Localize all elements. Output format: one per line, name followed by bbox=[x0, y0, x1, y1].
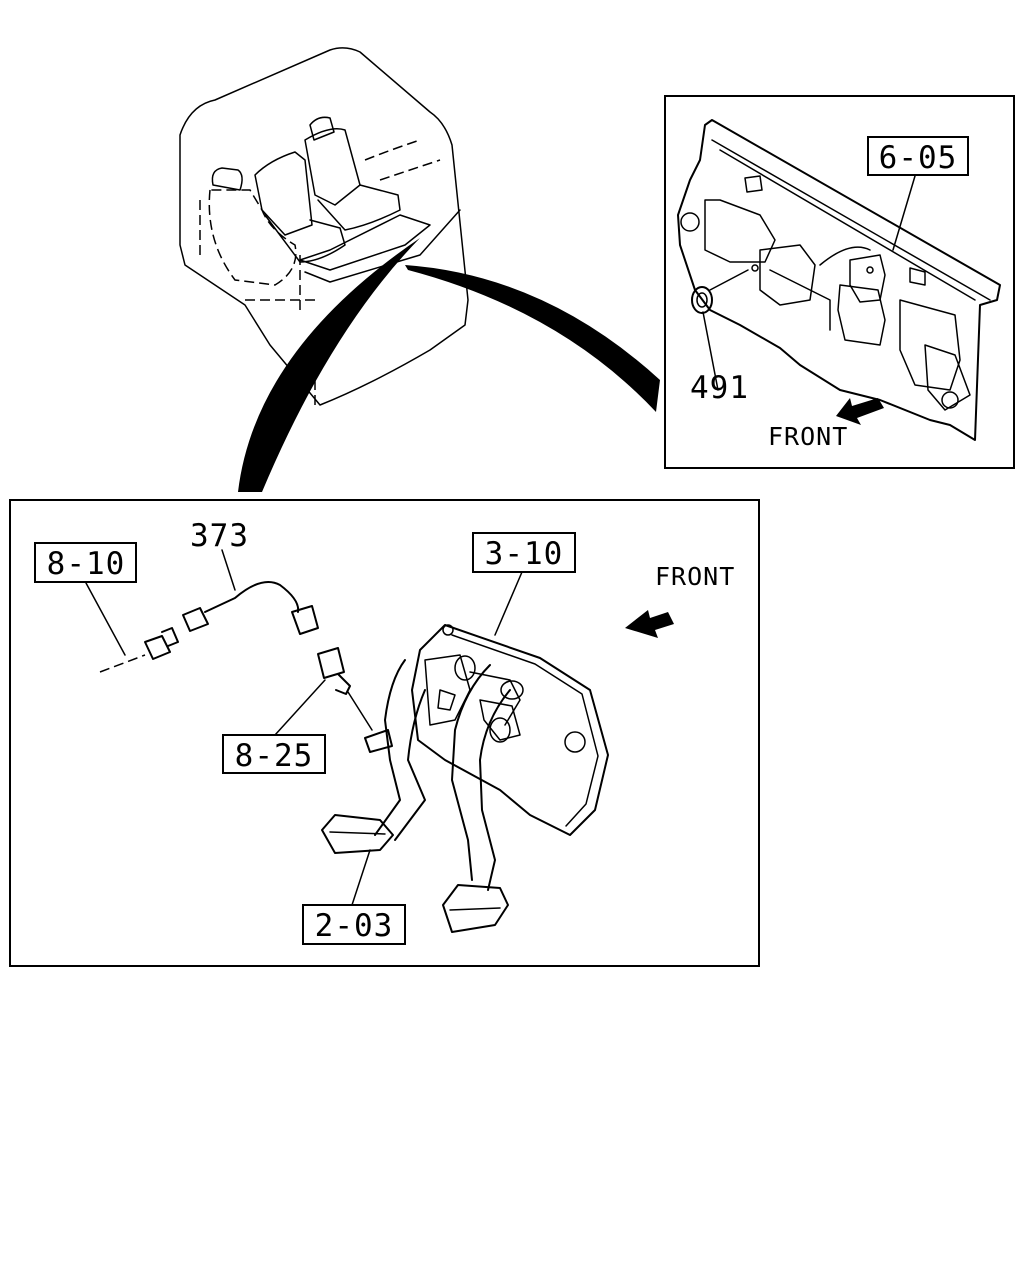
ref-3-10-box bbox=[472, 532, 576, 573]
ref-2-03-label: 2-03 bbox=[315, 908, 394, 944]
pedal-detail-box bbox=[9, 499, 760, 967]
pedal-bracket-illustration bbox=[411, 624, 609, 836]
ref-6-05-box bbox=[867, 136, 969, 176]
callout-sweep-to-panel-box bbox=[405, 265, 660, 412]
front-arrow-bottom bbox=[625, 610, 674, 638]
ref-6-05-label: 6-05 bbox=[879, 140, 958, 176]
switch-8-25-part bbox=[317, 647, 393, 753]
ref-2-03-box bbox=[302, 904, 406, 945]
clutch-pedal-part bbox=[321, 659, 426, 854]
ref-8-25-label: 8-25 bbox=[235, 738, 314, 774]
ref-8-10-box bbox=[34, 542, 137, 583]
ref-491-label: 491 bbox=[690, 370, 749, 406]
callout-sweep-to-pedal-box bbox=[238, 238, 420, 492]
dash-panel-detail-box bbox=[664, 95, 1015, 469]
front-label-top: FRONT bbox=[768, 422, 848, 451]
dash-panel-illustration bbox=[677, 119, 1001, 441]
cab-overview-illustration bbox=[179, 47, 469, 406]
ref-8-25-box bbox=[222, 734, 326, 774]
front-arrow-top bbox=[836, 398, 884, 425]
front-label-bottom: FRONT bbox=[655, 562, 735, 591]
ref-3-10-label: 3-10 bbox=[485, 536, 564, 572]
ref-373-label: 373 bbox=[190, 518, 249, 554]
ref-8-10-label: 8-10 bbox=[47, 546, 126, 582]
harness-8-10-part bbox=[99, 627, 179, 673]
harness-373-part bbox=[182, 581, 319, 635]
brake-pedal-part bbox=[442, 664, 511, 933]
grommet-491-part bbox=[691, 286, 713, 314]
